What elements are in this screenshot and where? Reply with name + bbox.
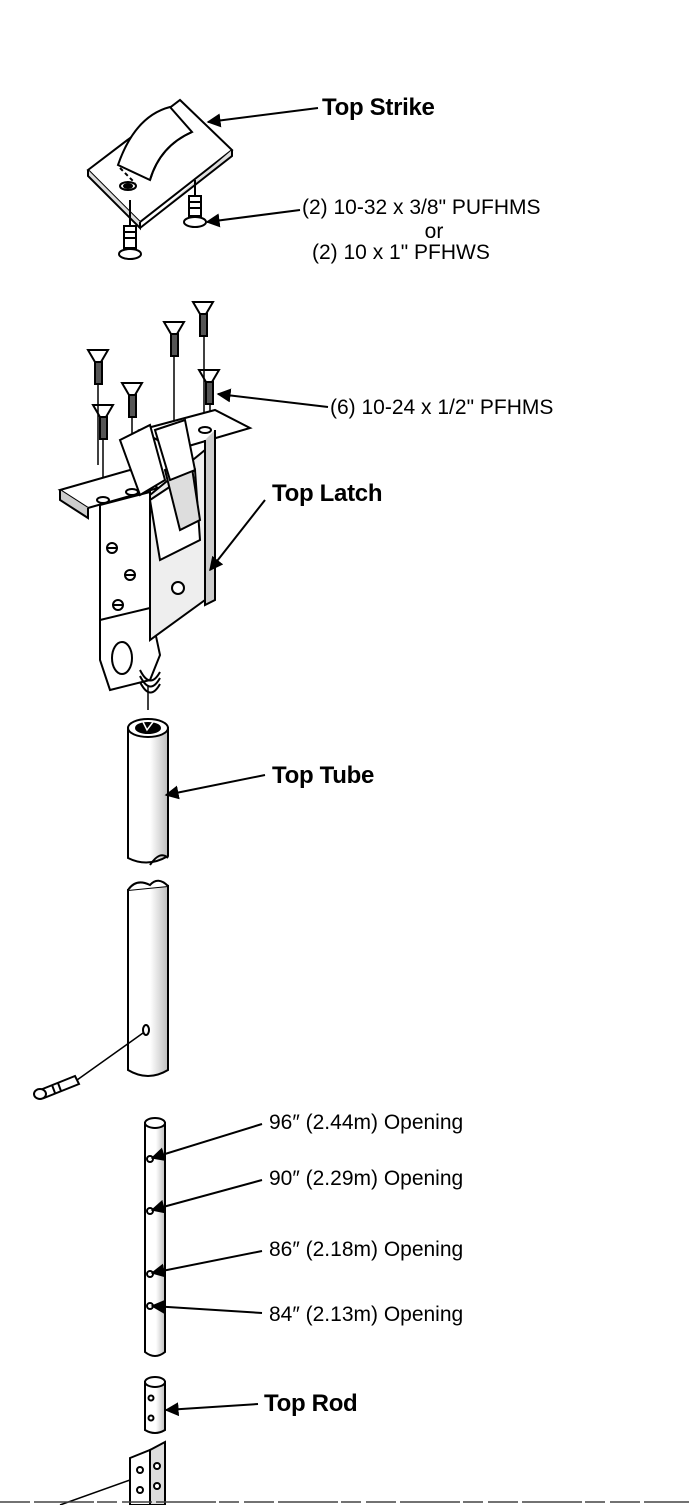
top-tube-upper [127,718,169,866]
top-rod-long [144,1117,166,1357]
top-tube-lower [127,879,169,1077]
label-top-latch: Top Latch [272,480,383,507]
label-top-rod: Top Rod [264,1390,358,1417]
top-rod-short [144,1376,166,1434]
leader-arrows [150,107,329,1417]
strike-screws [118,180,207,260]
label-opening-96: 96″ (2.44m) Opening [269,1111,464,1134]
label-strike-or: or [424,220,444,243]
label-top-tube: Top Tube [272,762,375,789]
label-strike-screw-b: (2) 10 x 1" PFHWS [312,241,490,264]
label-opening-84: 84″ (2.13m) Opening [269,1303,464,1326]
top-strike-part [86,98,234,231]
tube-pin [33,1032,144,1100]
label-latch-screws: (6) 10-24 x 1/2" PFHMS [330,396,554,419]
bottom-bracket [59,1440,166,1505]
label-strike-screw-a: (2) 10-32 x 3/8" PUFHMS [302,196,541,219]
label-opening-90: 90″ (2.29m) Opening [269,1167,464,1190]
label-top-strike: Top Strike [322,94,435,121]
label-opening-86: 86″ (2.18m) Opening [269,1238,464,1261]
top-latch-part [57,408,253,694]
